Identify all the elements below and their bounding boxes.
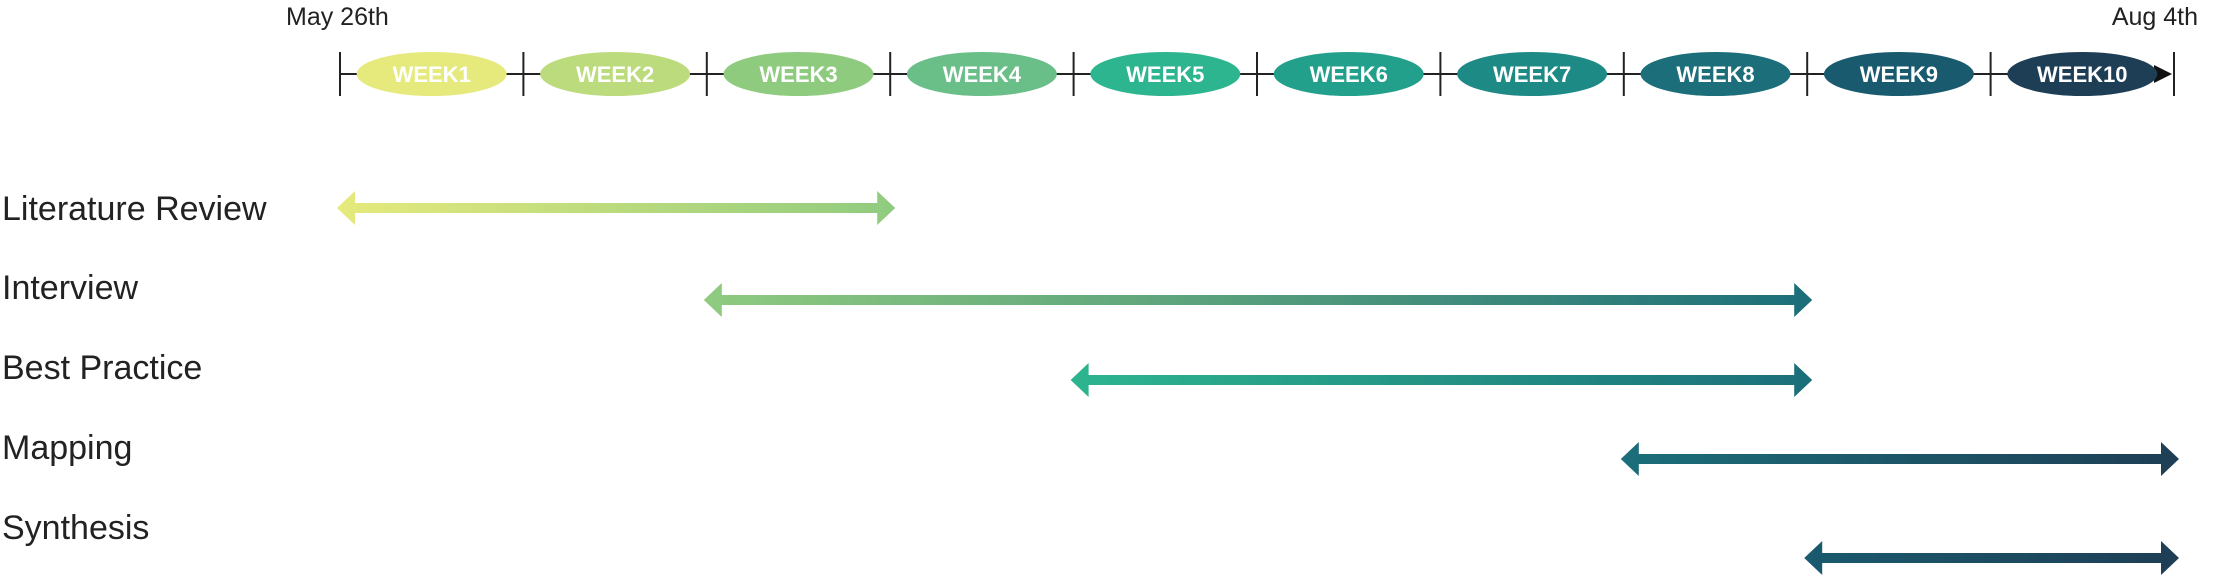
week-label: WEEK7 — [1493, 62, 1571, 87]
week-label: WEEK10 — [2037, 62, 2127, 87]
week-badge: WEEK4 — [906, 52, 1057, 96]
week-label: WEEK2 — [576, 62, 654, 87]
week-label: WEEK5 — [1126, 62, 1204, 87]
week-badge-shape — [906, 52, 1057, 96]
task-duration-arrow — [703, 283, 1813, 317]
task-duration-arrow — [337, 191, 896, 225]
week-badge-shape — [1273, 52, 1424, 96]
week-badge: WEEK1 — [356, 52, 507, 96]
timeline-ticks — [339, 52, 2175, 96]
week-badges: WEEK1 WEEK2 WEEK3 WEEK4 WEEK5 WEEK6 WEEK7 WEEK8… — [356, 52, 2158, 96]
week-badge: WEEK9 — [1823, 52, 1974, 96]
week-badge-shape — [1457, 52, 1608, 96]
week-badge: WEEK2 — [540, 52, 691, 96]
week-badge: WEEK10 — [2007, 52, 2158, 96]
week-badge: WEEK3 — [723, 52, 874, 96]
task-label: Synthesis — [2, 509, 149, 547]
week-badge: WEEK6 — [1273, 52, 1424, 96]
week-badge-shape — [2007, 52, 2158, 96]
task-label: Interview — [2, 269, 138, 307]
week-label: WEEK3 — [759, 62, 837, 87]
week-badge-shape — [1090, 52, 1241, 96]
task-label: Mapping — [2, 429, 132, 467]
end-date-label: Aug 4th — [2112, 3, 2198, 31]
task-duration-arrow — [1804, 541, 2179, 575]
task-bars — [337, 191, 2179, 575]
week-badge: WEEK7 — [1457, 52, 1608, 96]
timeline-arrow-icon — [2154, 65, 2172, 83]
task-duration-arrow — [1070, 363, 1813, 397]
task-label: Literature Review — [2, 190, 267, 228]
week-badge: WEEK5 — [1090, 52, 1241, 96]
week-label: WEEK4 — [943, 62, 1022, 87]
week-badge: WEEK8 — [1640, 52, 1791, 96]
week-badge-shape — [540, 52, 691, 96]
week-label: WEEK9 — [1860, 62, 1938, 87]
task-label: Best Practice — [2, 349, 202, 387]
week-badge-shape — [356, 52, 507, 96]
week-badge-shape — [1640, 52, 1791, 96]
task-duration-arrow — [1620, 442, 2179, 476]
week-badge-shape — [1823, 52, 1974, 96]
week-badge-shape — [723, 52, 874, 96]
week-label: WEEK6 — [1310, 62, 1388, 87]
week-label: WEEK1 — [393, 62, 471, 87]
week-label: WEEK8 — [1676, 62, 1754, 87]
start-date-label: May 26th — [286, 3, 389, 31]
